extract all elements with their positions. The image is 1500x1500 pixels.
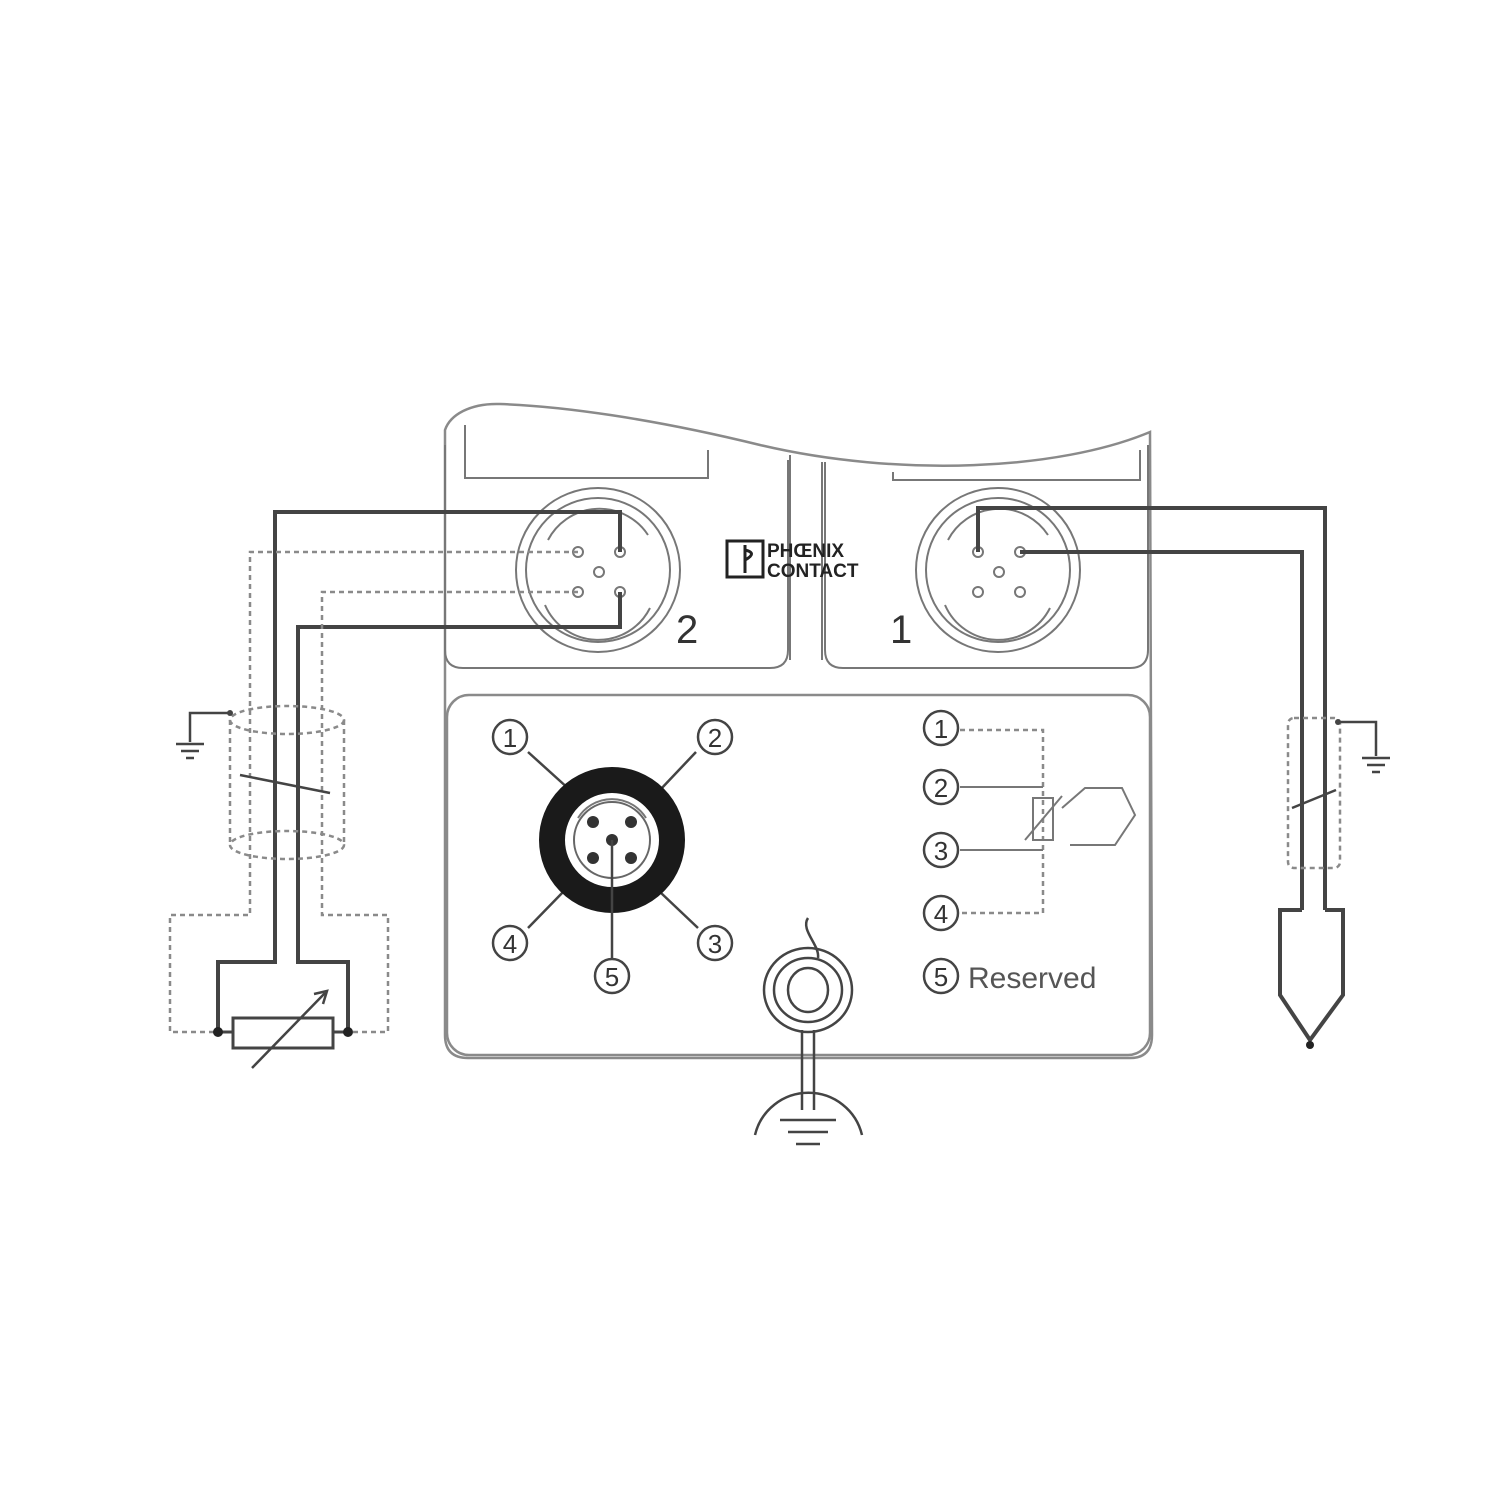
svg-text:4: 4 xyxy=(503,929,517,959)
svg-text:5: 5 xyxy=(605,962,619,992)
phoenix-contact-logo-icon: PHŒNIX CONTACT xyxy=(725,539,859,582)
ground-icon xyxy=(176,710,233,760)
pinout-number-4: 4 xyxy=(491,924,529,962)
port-1-label: 1 xyxy=(890,608,912,652)
brand-line-2: CONTACT xyxy=(767,561,859,582)
legend-item-4: 4 xyxy=(922,894,960,932)
legend-item-5: 5 Reserved xyxy=(922,957,1096,995)
legend-schematic xyxy=(960,728,1137,915)
port-2-label: 2 xyxy=(676,608,698,652)
svg-text:1: 1 xyxy=(934,714,948,744)
legend-item-1: 1 xyxy=(922,709,960,747)
pinout-number-5: 5 xyxy=(593,957,631,995)
cable-shield-left xyxy=(228,704,346,861)
svg-text:3: 3 xyxy=(708,929,722,959)
pinout-connector xyxy=(527,751,699,958)
svg-text:2: 2 xyxy=(934,773,948,803)
svg-text:5: 5 xyxy=(934,962,948,992)
variable-resistor-icon xyxy=(213,989,353,1069)
ground-icon xyxy=(1335,719,1390,774)
legend-item-3: 3 xyxy=(922,831,960,869)
thermocouple-wiring-right xyxy=(976,506,1327,910)
cable-shield-right xyxy=(1286,716,1342,870)
legend-item-2: 2 xyxy=(922,768,960,806)
pinout-number-2: 2 xyxy=(696,718,734,756)
functional-earth-icon xyxy=(753,917,864,1146)
pinout-number-1: 1 xyxy=(491,718,529,756)
rtd-wiring-left xyxy=(168,510,622,1034)
reserved-label: Reserved xyxy=(968,962,1096,995)
svg-text:2: 2 xyxy=(708,723,722,753)
port-2-connector[interactable] xyxy=(515,487,681,653)
brand-line-1: PHŒNIX xyxy=(767,541,844,562)
svg-text:3: 3 xyxy=(934,836,948,866)
pinout-number-3: 3 xyxy=(696,924,734,962)
thermocouple-icon xyxy=(1278,908,1345,1049)
svg-text:1: 1 xyxy=(503,723,517,753)
svg-text:4: 4 xyxy=(934,899,948,929)
